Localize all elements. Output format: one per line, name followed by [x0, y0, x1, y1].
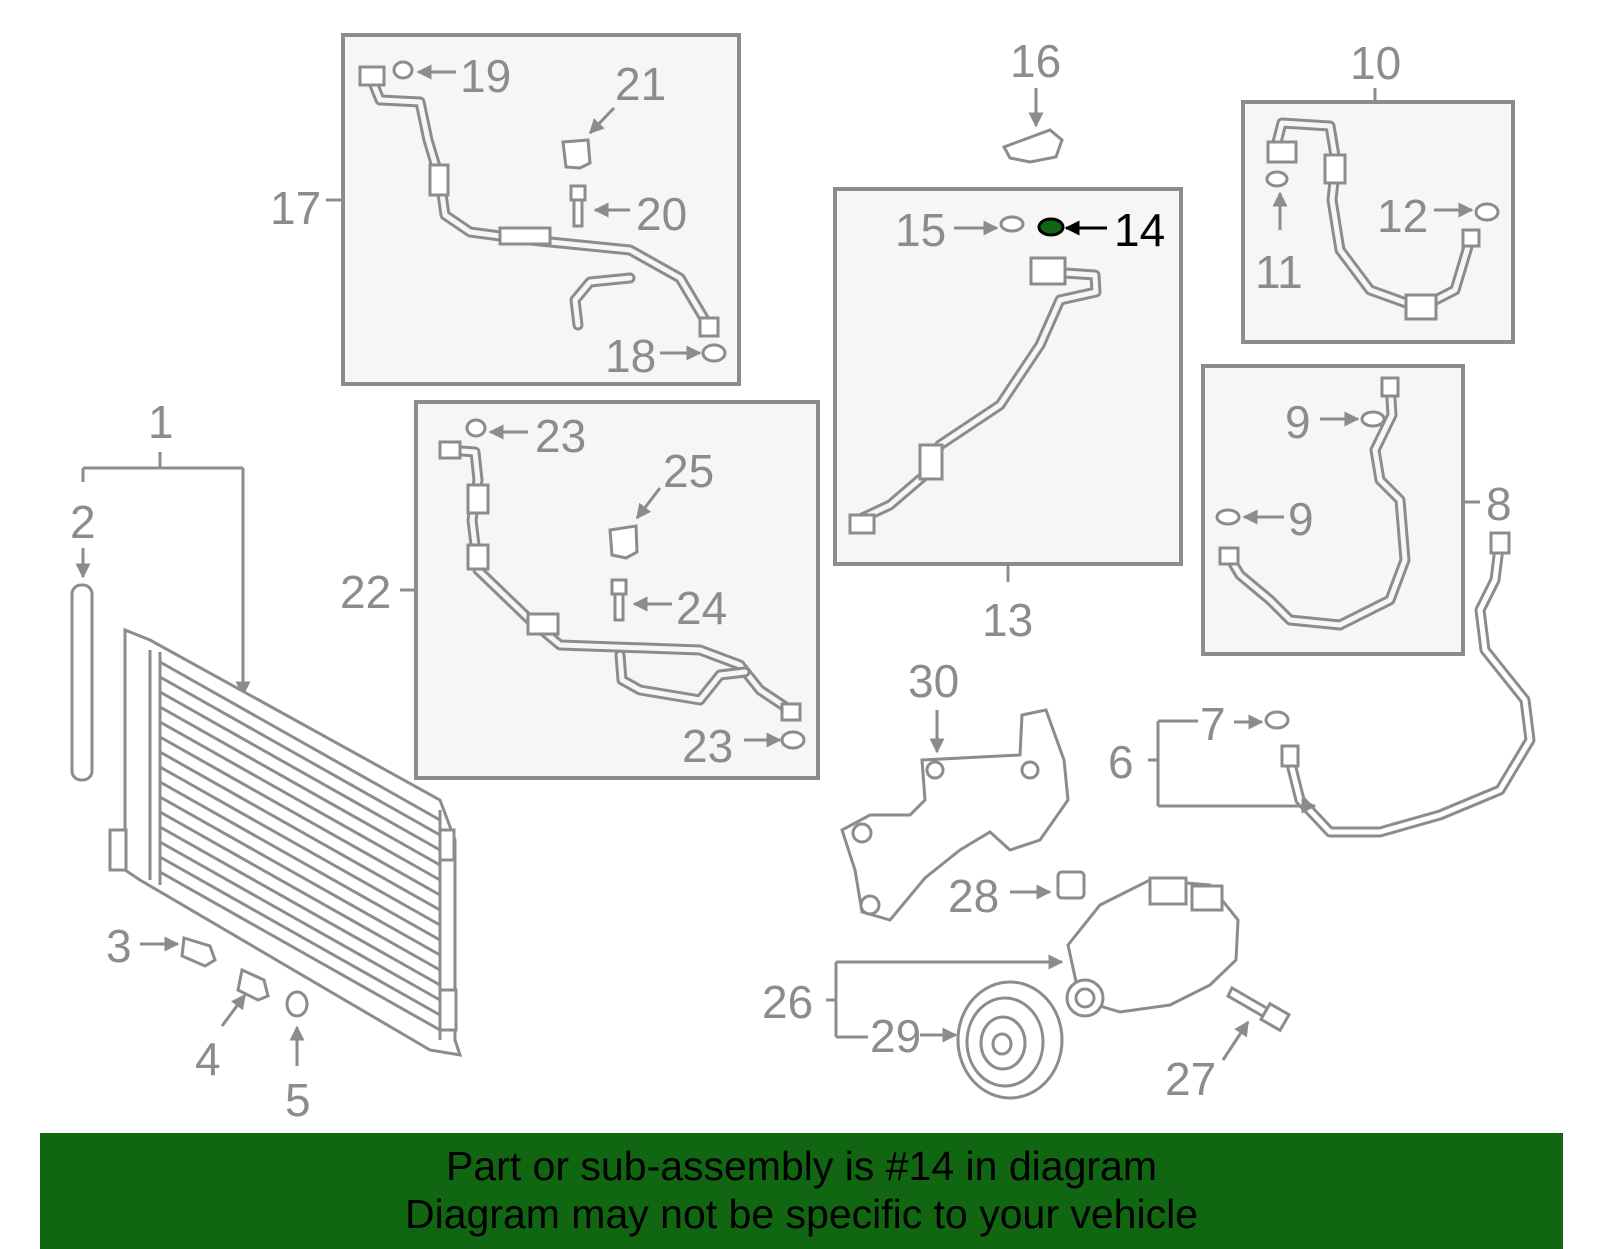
label-15: 15: [895, 204, 946, 256]
banner-line-2: Diagram may not be specific to your vehi…: [404, 1191, 1198, 1237]
o-ring-18-icon: [701, 343, 727, 363]
label-21: 21: [615, 58, 666, 110]
o-ring-15-icon: [999, 215, 1025, 233]
group-box-17: 17 19 21 20 18: [270, 33, 741, 386]
label-12: 12: [1377, 190, 1428, 242]
o-ring-14-highlighted-icon: [1037, 217, 1065, 237]
plug-4-icon: [236, 967, 270, 1002]
label-8: 8: [1486, 478, 1512, 530]
label-4: 4: [195, 1033, 221, 1085]
sensor-3-icon: [180, 936, 217, 968]
label-24: 24: [676, 582, 727, 634]
valve-24-icon: [610, 578, 628, 622]
label-9b: 9: [1288, 493, 1314, 545]
label-23a: 23: [535, 410, 586, 462]
label-6: 6: [1108, 736, 1134, 788]
bolt-27-icon: [1226, 985, 1292, 1033]
bracket-hole-icon: [851, 822, 873, 844]
label-29: 29: [870, 1010, 921, 1062]
label-2: 2: [70, 496, 96, 548]
condenser-1-icon: [108, 627, 463, 1057]
pulley-29-icon: [956, 980, 1064, 1100]
o-ring-7-icon: [1264, 710, 1290, 730]
label-26: 26: [762, 976, 813, 1028]
group-box-8: 8 9 9: [1201, 364, 1512, 656]
part-28-group: 28: [948, 870, 1086, 922]
label-10: 10: [1350, 37, 1401, 89]
label-7: 7: [1200, 698, 1226, 750]
bracket-30-icon: [840, 708, 1070, 922]
bracket-hole-icon: [925, 760, 945, 780]
o-ring-23b-icon: [780, 730, 806, 750]
label-11: 11: [1255, 246, 1303, 298]
bushing-28-icon: [1056, 870, 1086, 900]
label-3: 3: [106, 920, 132, 972]
bracket-16-icon: [1001, 128, 1064, 164]
label-5: 5: [285, 1074, 311, 1126]
label-30: 30: [908, 655, 959, 707]
hose-17-icon: [358, 65, 720, 338]
bracket-hole-icon: [1020, 760, 1040, 780]
label-23b: 23: [682, 720, 733, 772]
hose-13-icon: [848, 256, 1102, 535]
label-17: 17: [270, 182, 321, 234]
valve-20-icon: [569, 184, 587, 228]
o-ring-12-icon: [1474, 202, 1500, 222]
group-box-22: 22 23 25 24 23: [340, 400, 820, 780]
hose-10-icon: [1266, 117, 1481, 321]
hose-8-icon: [1218, 376, 1411, 631]
group-box-13: 13 15 14: [833, 187, 1183, 646]
label-9a: 9: [1285, 396, 1311, 448]
label-19: 19: [460, 50, 511, 102]
banner-line-1: Part or sub-assembly is #14 in diagram: [446, 1143, 1157, 1189]
o-ring-19-icon: [392, 60, 414, 80]
o-ring-11-icon: [1265, 170, 1289, 188]
label-20: 20: [636, 188, 687, 240]
label-25: 25: [663, 445, 714, 497]
part-1-group: 1 2: [70, 396, 463, 1126]
washer-5-icon: [285, 990, 309, 1018]
cap-25-icon: [608, 524, 639, 560]
label-27: 27: [1165, 1053, 1216, 1105]
label-18: 18: [605, 330, 656, 382]
label-28: 28: [948, 870, 999, 922]
part-30-group: 30: [840, 655, 1070, 922]
label-16: 16: [1010, 35, 1061, 87]
receiver-drier-2-icon: [70, 583, 94, 782]
hose-22-icon: [438, 440, 802, 722]
cap-21-icon: [561, 138, 592, 170]
part-16-group: 16: [1001, 35, 1064, 164]
compressor-26-icon: [1065, 876, 1240, 1018]
label-13: 13: [982, 594, 1033, 646]
part-6-group: 6 7: [1108, 531, 1536, 838]
label-1: 1: [148, 396, 174, 448]
hose-6-icon: [1280, 531, 1536, 838]
o-ring-9b-icon: [1215, 508, 1241, 526]
o-ring-23a-icon: [465, 418, 487, 438]
info-banner: Part or sub-assembly is #14 in diagram D…: [40, 1133, 1563, 1249]
group-box-10: 10 11 12: [1241, 37, 1515, 344]
label-14: 14: [1114, 204, 1165, 256]
part-26-group: 26 29 27: [762, 876, 1292, 1105]
o-ring-9a-icon: [1360, 410, 1386, 428]
bracket-hole-icon: [859, 894, 881, 916]
label-22: 22: [340, 566, 391, 618]
